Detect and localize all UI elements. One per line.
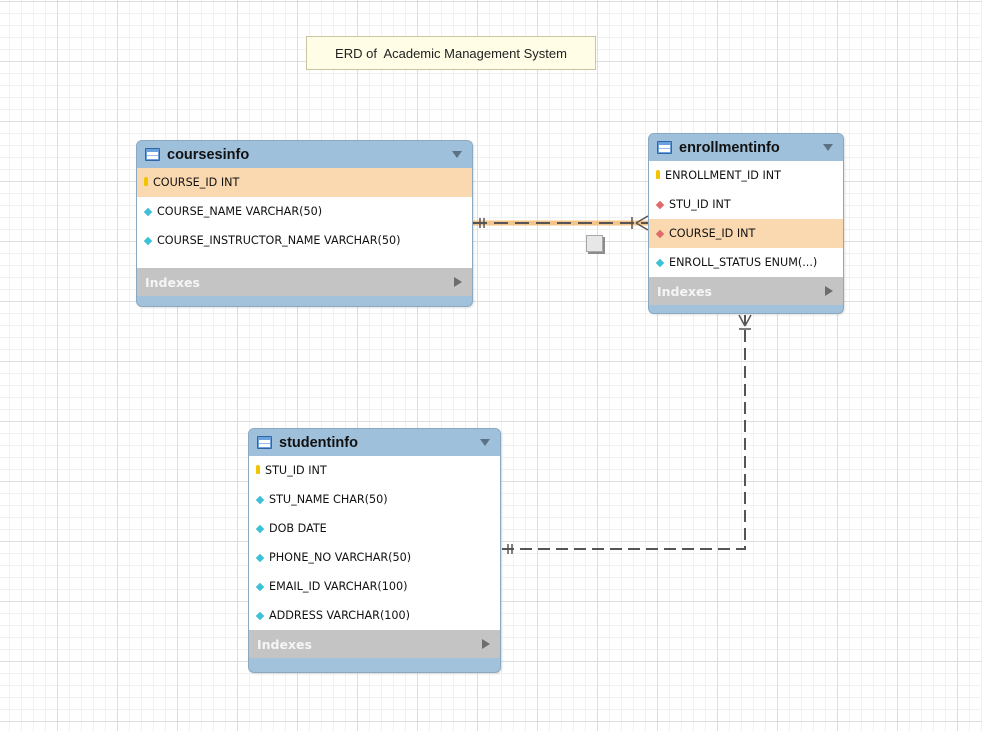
- field-list: STU_ID INT STU_NAME CHAR(50) DOB DATE PH…: [249, 456, 500, 630]
- relationship-courses-enrollment[interactable]: [473, 215, 649, 231]
- field-label: COURSE_NAME VARCHAR(50): [157, 205, 323, 218]
- diagram-title-note[interactable]: ERD of Academic Management System: [306, 36, 596, 70]
- field-label: COURSE_ID INT: [669, 227, 756, 240]
- entity-header[interactable]: studentinfo: [249, 429, 500, 456]
- field-row[interactable]: COURSE_INSTRUCTOR_NAME VARCHAR(50): [137, 226, 472, 255]
- field-row[interactable]: COURSE_NAME VARCHAR(50): [137, 197, 472, 226]
- collapse-arrow-icon[interactable]: [480, 439, 490, 446]
- indexes-section[interactable]: Indexes: [249, 630, 500, 658]
- field-list: ENROLLMENT_ID INT STU_ID INT COURSE_ID I…: [649, 161, 843, 277]
- field-label: PHONE_NO VARCHAR(50): [269, 551, 412, 564]
- field-row[interactable]: ADDRESS VARCHAR(100): [249, 601, 500, 630]
- field-row[interactable]: EMAIL_ID VARCHAR(100): [249, 572, 500, 601]
- attribute-diamond-icon: [143, 207, 153, 216]
- indexes-label: Indexes: [257, 636, 312, 652]
- primary-key-icon: [144, 177, 148, 186]
- expand-arrow-icon[interactable]: [482, 639, 490, 649]
- entity-header[interactable]: coursesinfo: [137, 141, 472, 168]
- field-row[interactable]: STU_ID INT: [649, 190, 843, 219]
- field-label: ADDRESS VARCHAR(100): [269, 609, 411, 622]
- entity-enrollmentinfo[interactable]: enrollmentinfo ENROLLMENT_ID INT STU_ID …: [648, 133, 844, 314]
- field-row[interactable]: DOB DATE: [249, 514, 500, 543]
- field-label: COURSE_ID INT: [153, 176, 240, 189]
- entity-title: enrollmentinfo: [679, 139, 780, 156]
- field-label: STU_NAME CHAR(50): [269, 493, 388, 506]
- field-row[interactable]: COURSE_ID INT: [649, 219, 843, 248]
- foreign-key-diamond-icon: [655, 200, 665, 209]
- primary-key-icon: [656, 170, 660, 179]
- field-label: COURSE_INSTRUCTOR_NAME VARCHAR(50): [157, 234, 401, 247]
- entity-studentinfo[interactable]: studentinfo STU_ID INT STU_NAME CHAR(50)…: [248, 428, 501, 673]
- relationship-student-enrollment[interactable]: [502, 314, 752, 554]
- field-row[interactable]: PHONE_NO VARCHAR(50): [249, 543, 500, 572]
- field-label: ENROLL_STATUS ENUM(...): [669, 256, 818, 269]
- field-row[interactable]: ENROLLMENT_ID INT: [649, 161, 843, 190]
- field-label: STU_ID INT: [265, 464, 327, 477]
- foreign-key-diamond-icon: [655, 229, 665, 238]
- field-row[interactable]: ENROLL_STATUS ENUM(...): [649, 248, 843, 277]
- primary-key-icon: [256, 465, 260, 474]
- table-icon: [257, 436, 272, 449]
- attribute-diamond-icon: [255, 495, 265, 504]
- table-icon: [145, 148, 160, 161]
- attribute-diamond-icon: [255, 553, 265, 562]
- relationship-handle[interactable]: [586, 235, 603, 252]
- field-row[interactable]: STU_NAME CHAR(50): [249, 485, 500, 514]
- expand-arrow-icon[interactable]: [454, 277, 462, 287]
- expand-arrow-icon[interactable]: [825, 286, 833, 296]
- field-spacer: [137, 255, 472, 268]
- indexes-label: Indexes: [145, 274, 200, 290]
- entity-header[interactable]: enrollmentinfo: [649, 134, 843, 161]
- table-icon: [657, 141, 672, 154]
- collapse-arrow-icon[interactable]: [452, 151, 462, 158]
- collapse-arrow-icon[interactable]: [823, 144, 833, 151]
- attribute-diamond-icon: [655, 258, 665, 267]
- entity-title: studentinfo: [279, 434, 358, 451]
- indexes-section[interactable]: Indexes: [649, 277, 843, 305]
- entity-coursesinfo[interactable]: coursesinfo COURSE_ID INT COURSE_NAME VA…: [136, 140, 473, 307]
- field-row[interactable]: COURSE_ID INT: [137, 168, 472, 197]
- attribute-diamond-icon: [255, 611, 265, 620]
- attribute-diamond-icon: [255, 524, 265, 533]
- field-label: STU_ID INT: [669, 198, 731, 211]
- field-label: DOB DATE: [269, 522, 327, 535]
- indexes-label: Indexes: [657, 283, 712, 299]
- field-label: EMAIL_ID VARCHAR(100): [269, 580, 408, 593]
- indexes-section[interactable]: Indexes: [137, 268, 472, 296]
- field-list: COURSE_ID INT COURSE_NAME VARCHAR(50) CO…: [137, 168, 472, 268]
- entity-title: coursesinfo: [167, 146, 250, 163]
- field-row[interactable]: STU_ID INT: [249, 456, 500, 485]
- attribute-diamond-icon: [255, 582, 265, 591]
- attribute-diamond-icon: [143, 236, 153, 245]
- field-label: ENROLLMENT_ID INT: [665, 169, 781, 182]
